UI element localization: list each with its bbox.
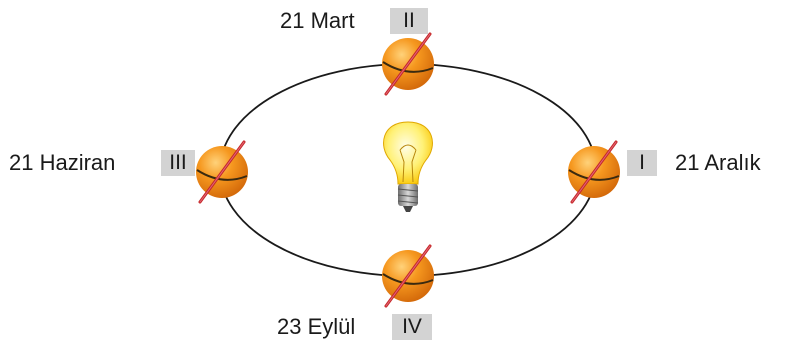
numeral-badge-december: I (627, 150, 657, 176)
date-label-march: 21 Mart (280, 8, 355, 33)
light-bulb-icon (383, 121, 433, 212)
globe-june (194, 140, 250, 204)
date-label-september: 23 Eylül (277, 314, 356, 339)
globe-september (380, 244, 436, 308)
date-label-december: 21 Aralık (675, 150, 761, 175)
numeral-badge-march: II (390, 8, 428, 34)
globe-december (566, 140, 622, 204)
date-label-june: 21 Haziran (9, 150, 116, 175)
numeral-badge-june: III (161, 150, 195, 176)
globe-march (380, 32, 436, 96)
numeral-badge-september: IV (392, 314, 432, 340)
